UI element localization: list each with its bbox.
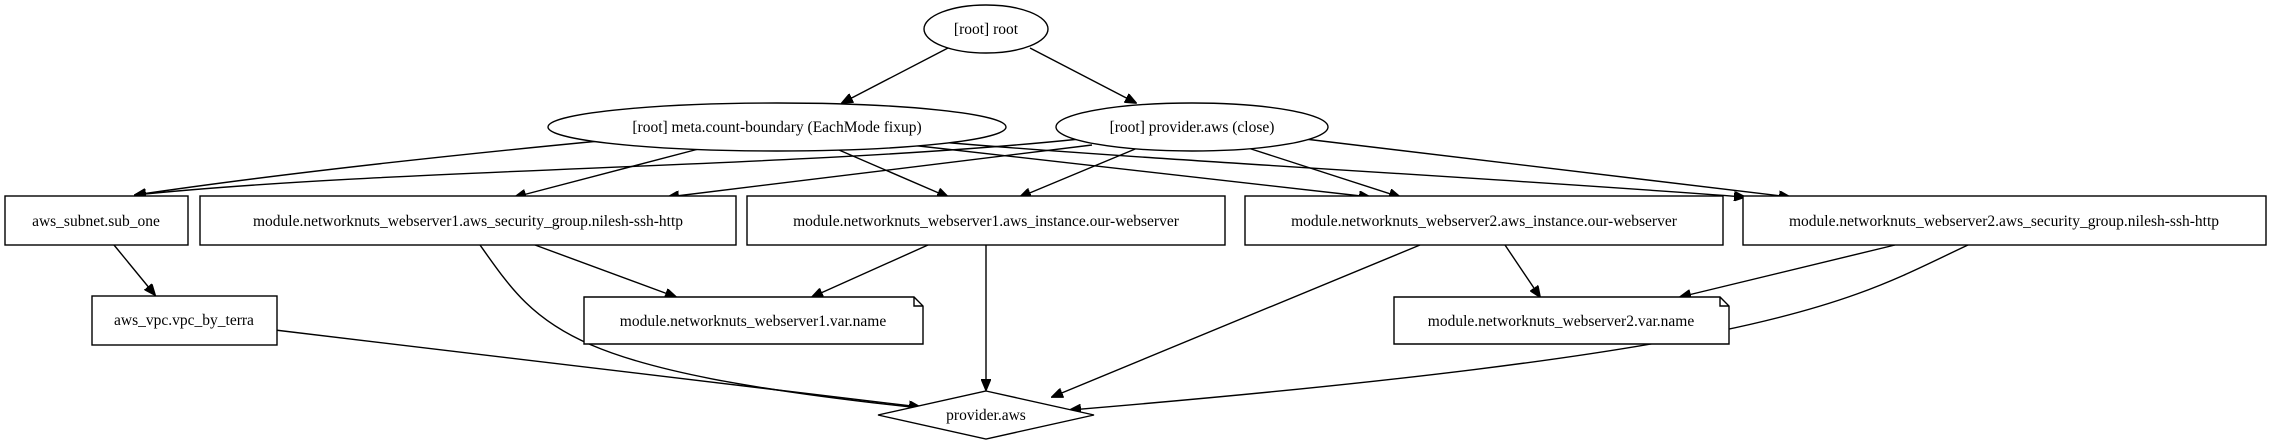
node-ws1-security-group-label: module.networknuts_webserver1.aws_securi… <box>253 213 683 230</box>
node-ws2-security-group[interactable]: module.networknuts_webserver2.aws_securi… <box>1742 195 2267 246</box>
edge-ws1-sg-ws1-var <box>534 244 676 297</box>
edge-provider-close-ws2-instance <box>1244 146 1400 197</box>
node-count-boundary-label: [root] meta.count-boundary (EachMode fix… <box>632 119 921 136</box>
node-subnet-label: aws_subnet.sub_one <box>32 213 160 230</box>
node-ws2-var-name-label: module.networknuts_webserver2.var.name <box>1428 313 1695 330</box>
edge-count-boundary-ws1-sg <box>515 145 711 197</box>
edge-count-boundary-ws2-sg <box>939 141 1745 197</box>
node-count-boundary[interactable]: [root] meta.count-boundary (EachMode fix… <box>547 102 1007 152</box>
edge-provider-close-ws2-sg <box>1304 138 1790 197</box>
node-provider-close-label: [root] provider.aws (close) <box>1110 119 1275 136</box>
edge-subnet-vpc <box>113 244 155 295</box>
edge-provider-close-ws1-instance <box>1020 146 1141 197</box>
node-ws2-instance[interactable]: module.networknuts_webserver2.aws_instan… <box>1244 195 1724 246</box>
node-ws1-var-name[interactable]: module.networknuts_webserver1.var.name <box>583 296 924 345</box>
node-ws2-instance-label: module.networknuts_webserver2.aws_instan… <box>1291 213 1678 230</box>
edges <box>113 47 1969 410</box>
node-ws2-var-name[interactable]: module.networknuts_webserver2.var.name <box>1393 296 1730 345</box>
edge-vpc-provider <box>274 329 920 407</box>
node-subnet[interactable]: aws_subnet.sub_one <box>4 195 189 246</box>
edge-ws2-instance-ws2-var <box>1504 244 1540 297</box>
node-vpc[interactable]: aws_vpc.vpc_by_terra <box>91 295 278 346</box>
edge-ws2-sg-provider <box>1070 244 1969 410</box>
node-provider-aws-label: provider.aws <box>946 407 1026 424</box>
node-ws1-security-group[interactable]: module.networknuts_webserver1.aws_securi… <box>199 195 737 246</box>
node-provider-aws[interactable]: provider.aws <box>877 390 1095 440</box>
edge-root-provider-close <box>1029 47 1136 103</box>
edge-root-count-boundary <box>842 47 949 103</box>
edge-ws1-instance-ws1-var <box>812 244 929 297</box>
node-provider-close[interactable]: [root] provider.aws (close) <box>1055 102 1329 152</box>
edge-ws2-instance-provider <box>1052 244 1421 397</box>
node-root-label: [root] root <box>954 21 1019 38</box>
node-ws1-var-name-label: module.networknuts_webserver1.var.name <box>620 313 887 330</box>
node-vpc-label: aws_vpc.vpc_by_terra <box>114 312 254 329</box>
node-root[interactable]: [root] root <box>923 4 1049 54</box>
edge-count-boundary-ws2-instance <box>909 144 1370 197</box>
node-ws1-instance[interactable]: module.networknuts_webserver1.aws_instan… <box>746 195 1226 246</box>
edge-provider-close-ws1-sg <box>668 144 1093 197</box>
edge-provider-close-subnet <box>135 138 1081 195</box>
node-ws2-security-group-label: module.networknuts_webserver2.aws_securi… <box>1789 213 2219 230</box>
edge-count-boundary-subnet <box>135 139 611 195</box>
edge-count-boundary-ws1-instance <box>831 146 948 197</box>
edge-ws2-sg-ws2-var <box>1680 244 1896 297</box>
node-ws1-instance-label: module.networknuts_webserver1.aws_instan… <box>793 213 1180 230</box>
